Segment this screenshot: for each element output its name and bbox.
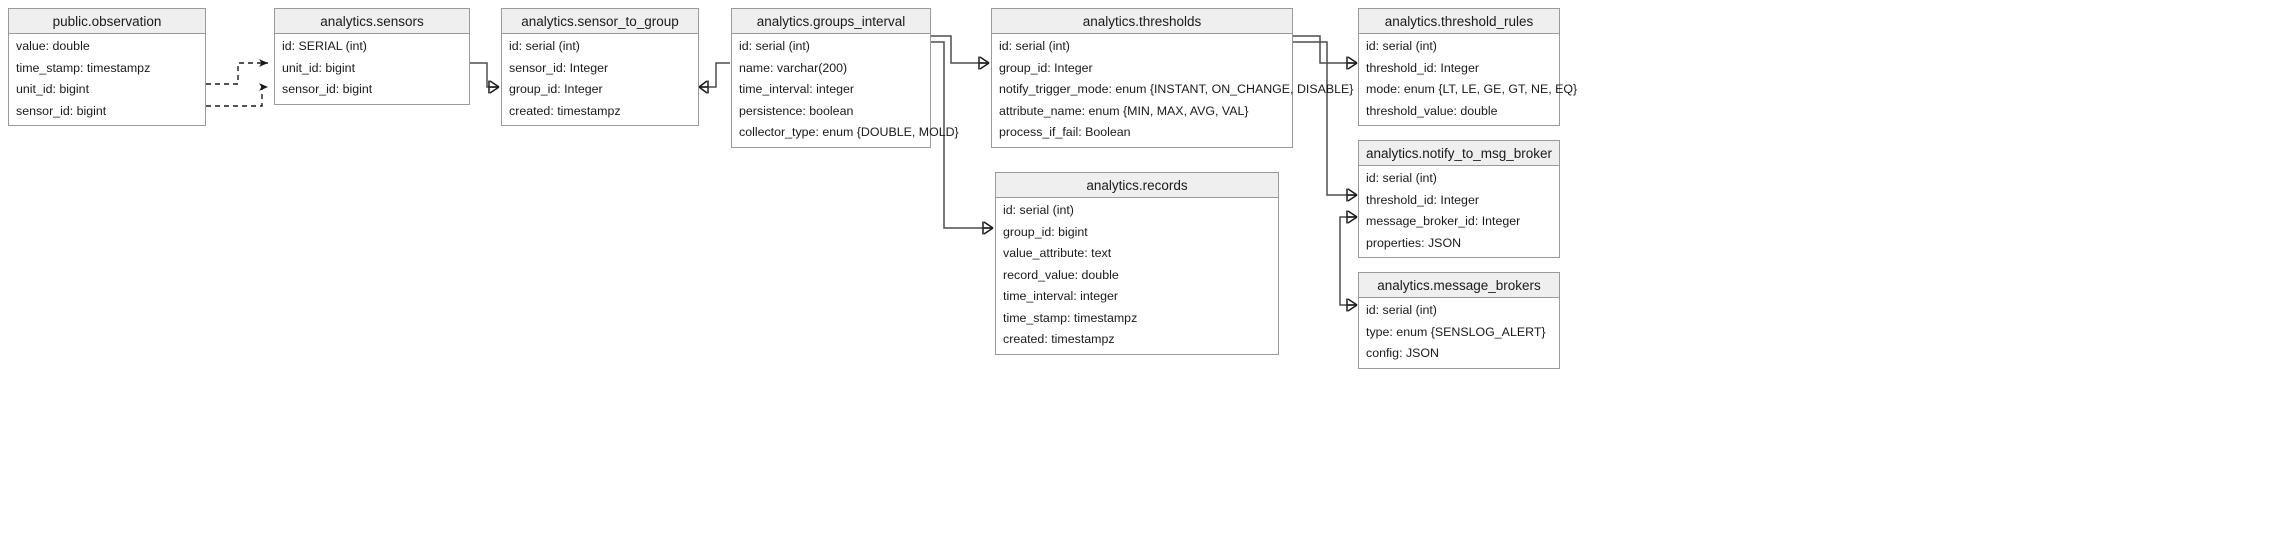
edge-observation-to-sensors-unit (206, 59, 268, 85)
field-row: id: serial (int) (1366, 39, 1437, 53)
edge-observation-to-sensors-sensor (206, 83, 268, 107)
field-row: persistence: boolean (739, 103, 854, 118)
field-row: id: serial (int) (509, 39, 580, 53)
entity-title-analytics-sensor-to-group: analytics.sensor_to_group (502, 9, 698, 34)
entity-analytics-groups-interval[interactable]: analytics.groups_interval id: serial (in… (731, 8, 959, 148)
field-row: collector_type: enum {DOUBLE, MOLD} (739, 125, 959, 139)
field-row: sensor_id: bigint (282, 82, 373, 96)
field-row: threshold_id: Integer (1366, 60, 1479, 75)
field-row: process_if_fail: Boolean (999, 125, 1131, 139)
field-row: value: double (16, 39, 90, 53)
entity-public-observation[interactable]: public.observation value: double time_st… (8, 8, 206, 126)
entity-fields-analytics-groups-interval: id: serial (int) name: varchar(200) time… (732, 36, 959, 147)
field-row: value_attribute: text (1003, 246, 1112, 260)
edge-thresholds-to-threshold-rules (1292, 35, 1358, 70)
field-row: config: JSON (1366, 346, 1439, 360)
field-row: notify_trigger_mode: enum {INSTANT, ON_C… (999, 82, 1354, 96)
entity-title-analytics-notify-to-msg-broker: analytics.notify_to_msg_broker (1359, 141, 1559, 166)
edge-thresholds-to-notify-to-msg-broker (1292, 41, 1358, 202)
field-row: id: serial (int) (999, 39, 1070, 53)
entity-fields-analytics-notify-to-msg-broker: id: serial (int) threshold_id: Integer m… (1359, 168, 1559, 257)
entity-analytics-sensors[interactable]: analytics.sensors id: SERIAL (int) unit_… (274, 8, 470, 105)
entity-analytics-sensor-to-group[interactable]: analytics.sensor_to_group id: serial (in… (501, 8, 699, 126)
field-row: group_id: bigint (1003, 224, 1088, 239)
field-row: mode: enum {LT, LE, GE, GT, NE, EQ} (1366, 82, 1578, 96)
field-row: unit_id: bigint (16, 82, 90, 96)
field-row: type: enum {SENSLOG_ALERT} (1366, 324, 1546, 339)
entity-title-analytics-thresholds: analytics.thresholds (992, 9, 1292, 34)
edge-message-brokers-to-notify-to-msg-broker (1339, 210, 1358, 312)
field-row: attribute_name: enum {MIN, MAX, AVG, VAL… (999, 103, 1249, 118)
entity-fields-analytics-records: id: serial (int) group_id: bigint value_… (996, 200, 1278, 354)
field-row: unit_id: bigint (282, 60, 356, 75)
entity-fields-analytics-sensors: id: SERIAL (int) unit_id: bigint sensor_… (275, 36, 469, 104)
entity-title-public-observation: public.observation (9, 9, 205, 34)
edge-sensor-to-group-to-groups-interval (698, 62, 730, 94)
field-row: group_id: Integer (999, 60, 1093, 75)
entity-title-analytics-groups-interval: analytics.groups_interval (732, 9, 930, 34)
field-row: id: serial (int) (1366, 303, 1437, 317)
field-row: time_interval: integer (1003, 289, 1119, 303)
entity-fields-analytics-threshold-rules: id: serial (int) threshold_id: Integer m… (1359, 36, 1578, 125)
field-row: threshold_value: double (1366, 103, 1498, 118)
entity-fields-analytics-message-brokers: id: serial (int) type: enum {SENSLOG_ALE… (1359, 300, 1559, 368)
entity-title-analytics-threshold-rules: analytics.threshold_rules (1359, 9, 1559, 34)
field-row: sensor_id: Integer (509, 60, 609, 75)
entity-fields-analytics-sensor-to-group: id: serial (int) sensor_id: Integer grou… (502, 36, 698, 125)
field-row: record_value: double (1003, 267, 1119, 282)
field-row: id: serial (int) (739, 39, 810, 53)
edge-groups-interval-to-thresholds (931, 35, 990, 70)
field-row: name: varchar(200) (739, 60, 848, 75)
field-row: created: timestampz (1003, 332, 1115, 346)
field-row: id: serial (int) (1366, 171, 1437, 185)
entity-title-analytics-records: analytics.records (996, 173, 1278, 198)
field-row: sensor_id: bigint (16, 103, 107, 118)
entity-analytics-thresholds[interactable]: analytics.thresholds id: serial (int) gr… (991, 8, 1354, 148)
field-row: time_stamp: timestampz (16, 60, 151, 75)
field-row: threshold_id: Integer (1366, 192, 1479, 207)
edge-sensors-to-sensor-to-group (470, 62, 500, 94)
entity-analytics-notify-to-msg-broker[interactable]: analytics.notify_to_msg_broker id: seria… (1358, 140, 1560, 258)
entity-analytics-message-brokers[interactable]: analytics.message_brokers id: serial (in… (1358, 272, 1560, 369)
field-row: id: SERIAL (int) (282, 39, 367, 53)
field-row: properties: JSON (1366, 235, 1462, 250)
field-row: id: serial (int) (1003, 203, 1074, 217)
field-row: time_interval: integer (739, 82, 855, 96)
field-row: group_id: Integer (509, 82, 603, 96)
entity-title-analytics-sensors: analytics.sensors (275, 9, 469, 34)
entity-analytics-threshold-rules[interactable]: analytics.threshold_rules id: serial (in… (1358, 8, 1578, 126)
entity-fields-public-observation: value: double time_stamp: timestampz uni… (9, 36, 205, 125)
field-row: message_broker_id: Integer (1366, 214, 1521, 228)
field-row: created: timestampz (509, 103, 621, 118)
entity-analytics-records[interactable]: analytics.records id: serial (int) group… (995, 172, 1279, 355)
field-row: time_stamp: timestampz (1003, 310, 1138, 325)
entity-fields-analytics-thresholds: id: serial (int) group_id: Integer notif… (992, 36, 1354, 147)
entity-title-analytics-message-brokers: analytics.message_brokers (1359, 273, 1559, 298)
